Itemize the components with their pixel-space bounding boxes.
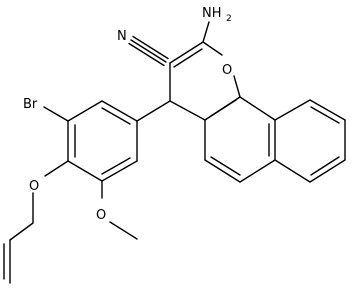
ring-o-label: O (222, 63, 232, 78)
bond-ph5-ph6-double (101, 157, 131, 175)
bond-ph4-ph5 (67, 160, 103, 182)
bond-triple-1 (130, 39, 167, 63)
allyloxy-group (3, 160, 69, 284)
bond-c10a-c10b (239, 96, 276, 121)
pyran-ring (169, 41, 241, 121)
bond-ph1-ph2 (101, 100, 138, 122)
bond-triple-3 (132, 35, 169, 60)
bond-c5-c6-double (210, 156, 241, 176)
bond-c2-o (202, 41, 223, 56)
bond-c10-c9 (309, 99, 346, 121)
bond-c-br (43, 106, 69, 122)
amino-label-bg (199, 5, 239, 21)
naphthalene (204, 96, 346, 183)
bond-c3-c2-double (173, 48, 203, 68)
bond-ph2-ph3 (67, 100, 103, 122)
bond-ph5-ph6 (101, 160, 138, 182)
nitrile-n-label: N (117, 29, 127, 44)
bond-o-c10b (233, 75, 241, 98)
bond-c6-c6a (239, 159, 276, 183)
bond-triple-2 (128, 42, 165, 67)
methoxy-o-label: O (96, 208, 106, 223)
bond-c4a-c10b-double (210, 99, 237, 117)
bond-ph1-ph2-double (101, 107, 131, 125)
methoxy-group (101, 180, 138, 240)
atom-labels: NH 2 N O Br O O (23, 5, 239, 223)
bond-c8-c7-double (310, 156, 340, 176)
bond-c7-c6a (274, 159, 311, 183)
phenyl-ring (67, 100, 171, 182)
bond-o-ch3 (109, 221, 138, 240)
bond-ch2-ch (9, 222, 34, 241)
amino-label: NH (202, 6, 222, 21)
bond-c2-n (202, 21, 210, 43)
bond-c8-c7 (309, 159, 346, 183)
bond-c10a-c10 (274, 99, 311, 121)
nitrile-group (128, 35, 169, 67)
bond-c5-c6 (204, 159, 241, 183)
allyl-ether-o-label: O (29, 179, 39, 194)
bond-c-o-allyl (44, 160, 69, 177)
bromo-label: Br (23, 97, 38, 112)
bond-c10-c9-double (310, 106, 340, 124)
bond-c4-c4a (169, 100, 206, 121)
bond-c4-ph (136, 100, 171, 122)
bond-c3-c2 (169, 41, 204, 64)
amino-subscript: 2 (226, 14, 232, 24)
